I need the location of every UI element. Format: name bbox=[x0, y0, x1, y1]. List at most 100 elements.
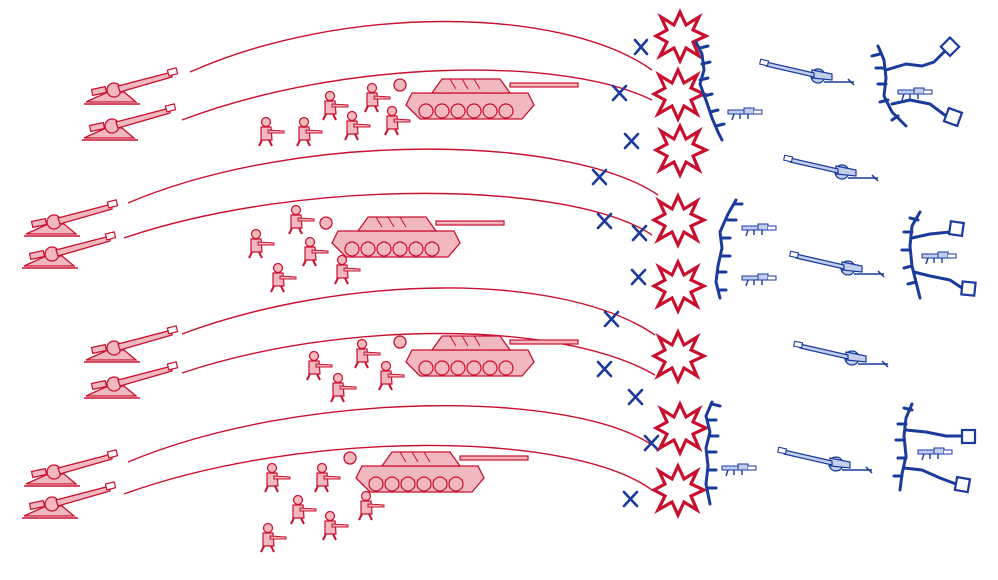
tank-icon bbox=[343, 451, 529, 493]
trench-line-icon bbox=[876, 44, 908, 128]
trajectory-line bbox=[127, 148, 659, 204]
soldier-icon bbox=[314, 462, 341, 493]
x-mark-icon bbox=[633, 38, 649, 56]
x-mark-icon bbox=[622, 490, 639, 508]
trench-line-icon bbox=[910, 230, 952, 240]
soldier-icon bbox=[322, 510, 349, 541]
soldier-icon bbox=[322, 90, 349, 121]
x-mark-icon bbox=[643, 434, 660, 452]
cannon-icon bbox=[782, 154, 879, 182]
machine-gun-icon bbox=[727, 107, 763, 121]
trench-line-icon bbox=[904, 428, 964, 438]
soldier-icon bbox=[330, 372, 357, 403]
soldier-icon bbox=[354, 338, 381, 369]
cannon-icon bbox=[792, 340, 889, 368]
trench-line-icon bbox=[890, 98, 948, 118]
explosions bbox=[652, 10, 708, 517]
soldier-icon bbox=[378, 360, 405, 391]
explosion-icon bbox=[652, 194, 706, 247]
x-mark-icon bbox=[596, 212, 613, 230]
bunker-icon bbox=[947, 219, 966, 238]
defender-artillery bbox=[758, 58, 889, 474]
trench-line-icon bbox=[912, 270, 964, 290]
trajectory-line bbox=[189, 20, 653, 73]
soldier-icon bbox=[264, 462, 291, 493]
machine-gun-icon bbox=[917, 447, 953, 461]
tank-icon bbox=[393, 78, 579, 120]
tank-icon bbox=[319, 216, 505, 258]
soldier-icon bbox=[344, 110, 371, 141]
x-mark-icon bbox=[631, 224, 648, 242]
trench-line-icon bbox=[892, 406, 914, 478]
trench-line-icon bbox=[902, 466, 958, 486]
defender-front-trenches bbox=[694, 40, 744, 506]
machine-gun-icon bbox=[921, 251, 957, 265]
explosion-icon bbox=[654, 402, 708, 455]
trench-line-icon bbox=[716, 202, 744, 292]
attacker-tanks bbox=[319, 78, 579, 493]
howitzer-icon bbox=[83, 361, 179, 399]
soldier-icon bbox=[258, 116, 285, 147]
attacker-artillery bbox=[21, 67, 179, 519]
cannon-icon bbox=[788, 250, 885, 278]
trench-line-icon bbox=[706, 402, 722, 490]
soldier-icon bbox=[248, 228, 275, 259]
defender-machine-guns bbox=[721, 87, 957, 477]
artillery-trajectories bbox=[123, 20, 659, 495]
explosion-icon bbox=[654, 10, 708, 63]
machine-gun-icon bbox=[721, 463, 757, 477]
x-mark-icon bbox=[627, 388, 644, 406]
cannon-icon bbox=[758, 58, 855, 86]
soldier-icon bbox=[358, 490, 385, 521]
trench-line-icon bbox=[908, 210, 922, 300]
cannon-icon bbox=[776, 446, 873, 474]
bunker-icon bbox=[953, 475, 972, 494]
soldier-icon bbox=[270, 262, 297, 293]
explosion-icon bbox=[652, 464, 706, 517]
trajectory-line bbox=[123, 192, 653, 239]
explosion-icon bbox=[654, 124, 708, 177]
bunker-icon bbox=[942, 106, 964, 128]
trajectory-line bbox=[181, 287, 656, 336]
explosion-icon bbox=[652, 68, 706, 121]
trench-line-icon bbox=[884, 48, 948, 72]
x-mark-icon bbox=[596, 360, 613, 378]
trajectory-line bbox=[181, 332, 656, 376]
trajectory-line bbox=[181, 69, 653, 121]
trajectory-line bbox=[127, 404, 653, 463]
bunker-icon bbox=[960, 428, 977, 445]
miss-markers bbox=[591, 38, 660, 508]
howitzer-icon bbox=[21, 231, 117, 269]
bunker-icon bbox=[960, 280, 977, 297]
howitzer-icon bbox=[83, 67, 179, 105]
soldier-icon bbox=[302, 236, 329, 267]
x-mark-icon bbox=[630, 268, 647, 286]
machine-gun-icon bbox=[741, 273, 777, 287]
explosion-icon bbox=[652, 260, 706, 313]
soldier-icon bbox=[260, 522, 287, 553]
x-mark-icon bbox=[611, 84, 628, 102]
soldier-icon bbox=[306, 350, 333, 381]
howitzer-icon bbox=[21, 481, 117, 519]
machine-gun-icon bbox=[897, 87, 933, 101]
x-mark-icon bbox=[591, 168, 608, 186]
trench-line-icon bbox=[698, 44, 726, 128]
bunker-icon bbox=[939, 35, 961, 58]
x-mark-icon bbox=[603, 310, 620, 328]
trajectory-line bbox=[123, 444, 653, 495]
soldier-icon bbox=[384, 105, 411, 136]
trench-line-icon bbox=[870, 52, 900, 122]
machine-gun-icon bbox=[741, 223, 777, 237]
x-mark-icon bbox=[623, 132, 640, 150]
defender-rear-trenches bbox=[870, 35, 977, 494]
soldier-icon bbox=[290, 494, 317, 525]
soldier-icon bbox=[288, 204, 315, 235]
soldier-icon bbox=[364, 82, 391, 113]
howitzer-icon bbox=[83, 325, 179, 363]
howitzer-icon bbox=[23, 449, 119, 487]
soldier-icon bbox=[296, 116, 323, 147]
tank-icon bbox=[393, 335, 579, 377]
trench-line-icon bbox=[900, 216, 920, 286]
explosion-icon bbox=[652, 330, 706, 383]
